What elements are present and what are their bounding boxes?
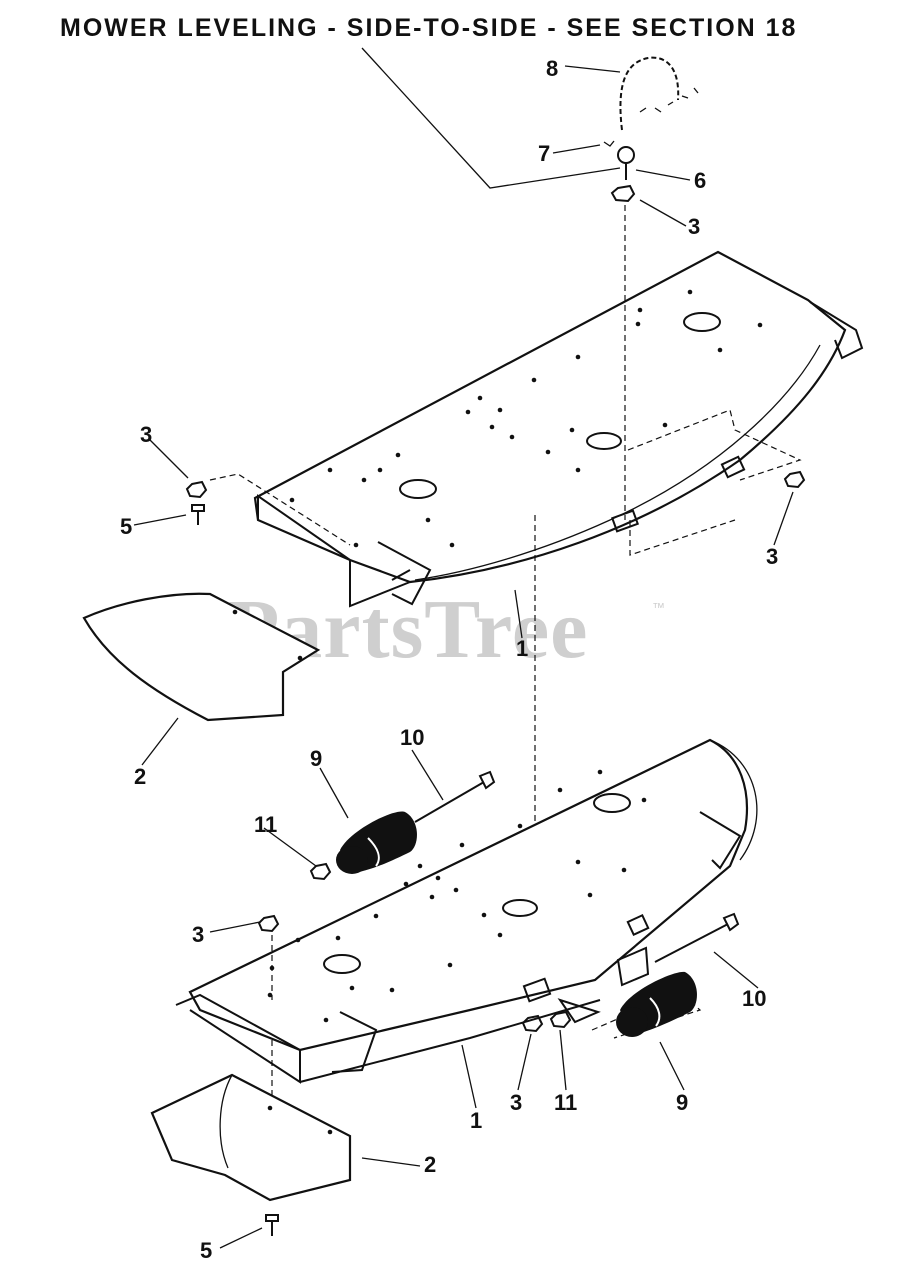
right-roller [616,971,697,1037]
left-roller [336,811,417,874]
callout-8-chain: 8 [546,56,558,81]
lower-deck-holes [267,769,647,1023]
callout-5-lower-bolt: 5 [200,1238,212,1263]
nut-upper-right [783,470,806,489]
nut-upper-left [185,480,208,499]
callout-3-top-nut: 3 [688,214,700,239]
eye-bolt [617,146,635,180]
callout-1-lower-deck: 1 [470,1108,482,1133]
trademark-symbol: ™ [652,600,665,615]
title-leader-line [361,47,621,189]
callout-2-lower-deflector: 2 [424,1152,436,1177]
left-roller-nut [309,862,332,881]
callout-3-lower-center-nut: 3 [510,1090,522,1115]
callout-1-upper-deck: 1 [516,636,528,661]
bolt-lower-left [265,1214,279,1236]
top-hex-nut [610,184,636,203]
upper-deflector-plate [82,592,321,722]
callout-3-lower-left-nut: 3 [192,922,204,947]
callout-2-upper-deflector: 2 [134,764,146,789]
left-roller-bolt [414,770,496,823]
callout-7-cotter-pin: 7 [538,141,550,166]
cotter-pin [603,140,615,147]
callout-10-right-bolt: 10 [742,986,766,1011]
callout-6-eye-bolt: 6 [694,168,706,193]
callout-9-right-roller: 9 [676,1090,688,1115]
nut-lower-center [521,1014,544,1033]
nut-lower-center-right [549,1010,572,1029]
callout-leaders [133,65,794,1249]
lower-mower-deck [175,738,758,1084]
upper-deck-holes [289,289,763,548]
chain-assembly [619,56,699,131]
callout-3-upper-left-nut: 3 [140,422,152,447]
callout-3-upper-right-nut: 3 [766,544,778,569]
right-roller-bolt [654,912,740,963]
upper-mower-deck [253,250,864,608]
bolt-upper-left [191,504,205,525]
callout-11-lower-nut: 11 [554,1090,577,1115]
diagram-title: MOWER LEVELING - SIDE-TO-SIDE - SEE SECT… [60,14,798,42]
lower-alignment-lines [271,935,702,1105]
callout-9-left-roller: 9 [310,746,322,771]
lower-deflector-plate [150,1073,352,1202]
callout-5-upper-left-bolt: 5 [120,514,132,539]
callout-10-left-bolt: 10 [400,725,424,750]
nut-lower-left [257,914,280,933]
callout-11-left-nut: 11 [254,812,277,837]
